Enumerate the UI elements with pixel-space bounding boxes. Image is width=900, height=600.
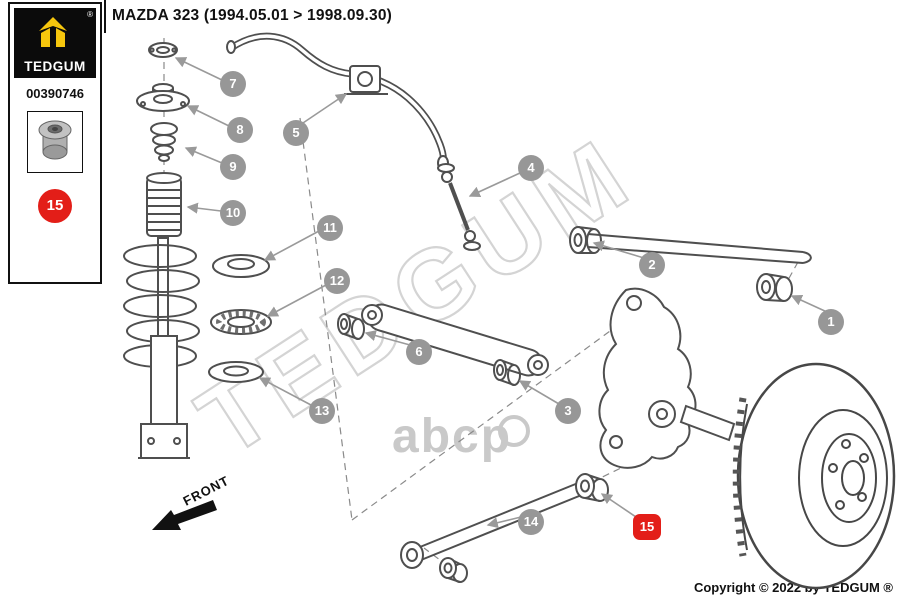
registered-trademark: ® bbox=[87, 10, 93, 19]
sway-bar bbox=[226, 32, 449, 171]
part-number: 00390746 bbox=[26, 86, 84, 101]
vehicle-title: MAZDA 323 (1994.05.01 > 1998.09.30) bbox=[112, 7, 392, 24]
part-info-panel: ® TEDGUM 00390746 15 bbox=[8, 2, 102, 284]
callout-14: 14 bbox=[518, 509, 544, 535]
tedgum-logo: ® TEDGUM bbox=[14, 8, 96, 78]
callout-15-highlighted: 15 bbox=[633, 514, 661, 540]
callout-3: 3 bbox=[555, 398, 581, 424]
lower-lateral-arm bbox=[400, 473, 609, 583]
upper-lateral-arm bbox=[569, 226, 812, 302]
callout-2: 2 bbox=[639, 252, 665, 278]
callout-leader-arrows bbox=[174, 57, 828, 529]
callout-6: 6 bbox=[406, 339, 432, 365]
steering-knuckle bbox=[598, 287, 736, 469]
highlighted-part-badge: 15 bbox=[38, 189, 72, 223]
callout-10: 10 bbox=[220, 200, 246, 226]
watermark-abcp-text: abcp bbox=[392, 410, 512, 463]
callout-1: 1 bbox=[818, 309, 844, 335]
strut-mount-parts bbox=[136, 42, 190, 237]
stabilizer-link bbox=[437, 163, 481, 251]
copyright-notice: Copyright © 2022 by TEDGUM ® bbox=[693, 580, 893, 595]
callout-4: 4 bbox=[518, 155, 544, 181]
coil-spring-strut bbox=[123, 237, 272, 459]
callout-9: 9 bbox=[220, 154, 246, 180]
callout-7: 7 bbox=[220, 71, 246, 97]
watermarks: TEDGUM abcp bbox=[178, 114, 655, 479]
center-lateral-arm bbox=[337, 303, 549, 386]
wheel-and-tire bbox=[732, 362, 896, 590]
watermark-abcp-ring bbox=[498, 415, 530, 447]
callout-5: 5 bbox=[283, 120, 309, 146]
front-arrow-icon bbox=[152, 500, 217, 530]
callout-12: 12 bbox=[324, 268, 350, 294]
front-indicator: FRONT bbox=[152, 473, 232, 530]
callout-13: 13 bbox=[309, 398, 335, 424]
header-divider bbox=[104, 0, 106, 33]
callout-8: 8 bbox=[227, 117, 253, 143]
bushing-image bbox=[38, 120, 72, 160]
part-thumbnail bbox=[27, 111, 83, 173]
brand-name: TEDGUM bbox=[24, 59, 86, 74]
callout-11: 11 bbox=[317, 215, 343, 241]
tedgum-emblem-icon bbox=[39, 17, 67, 47]
